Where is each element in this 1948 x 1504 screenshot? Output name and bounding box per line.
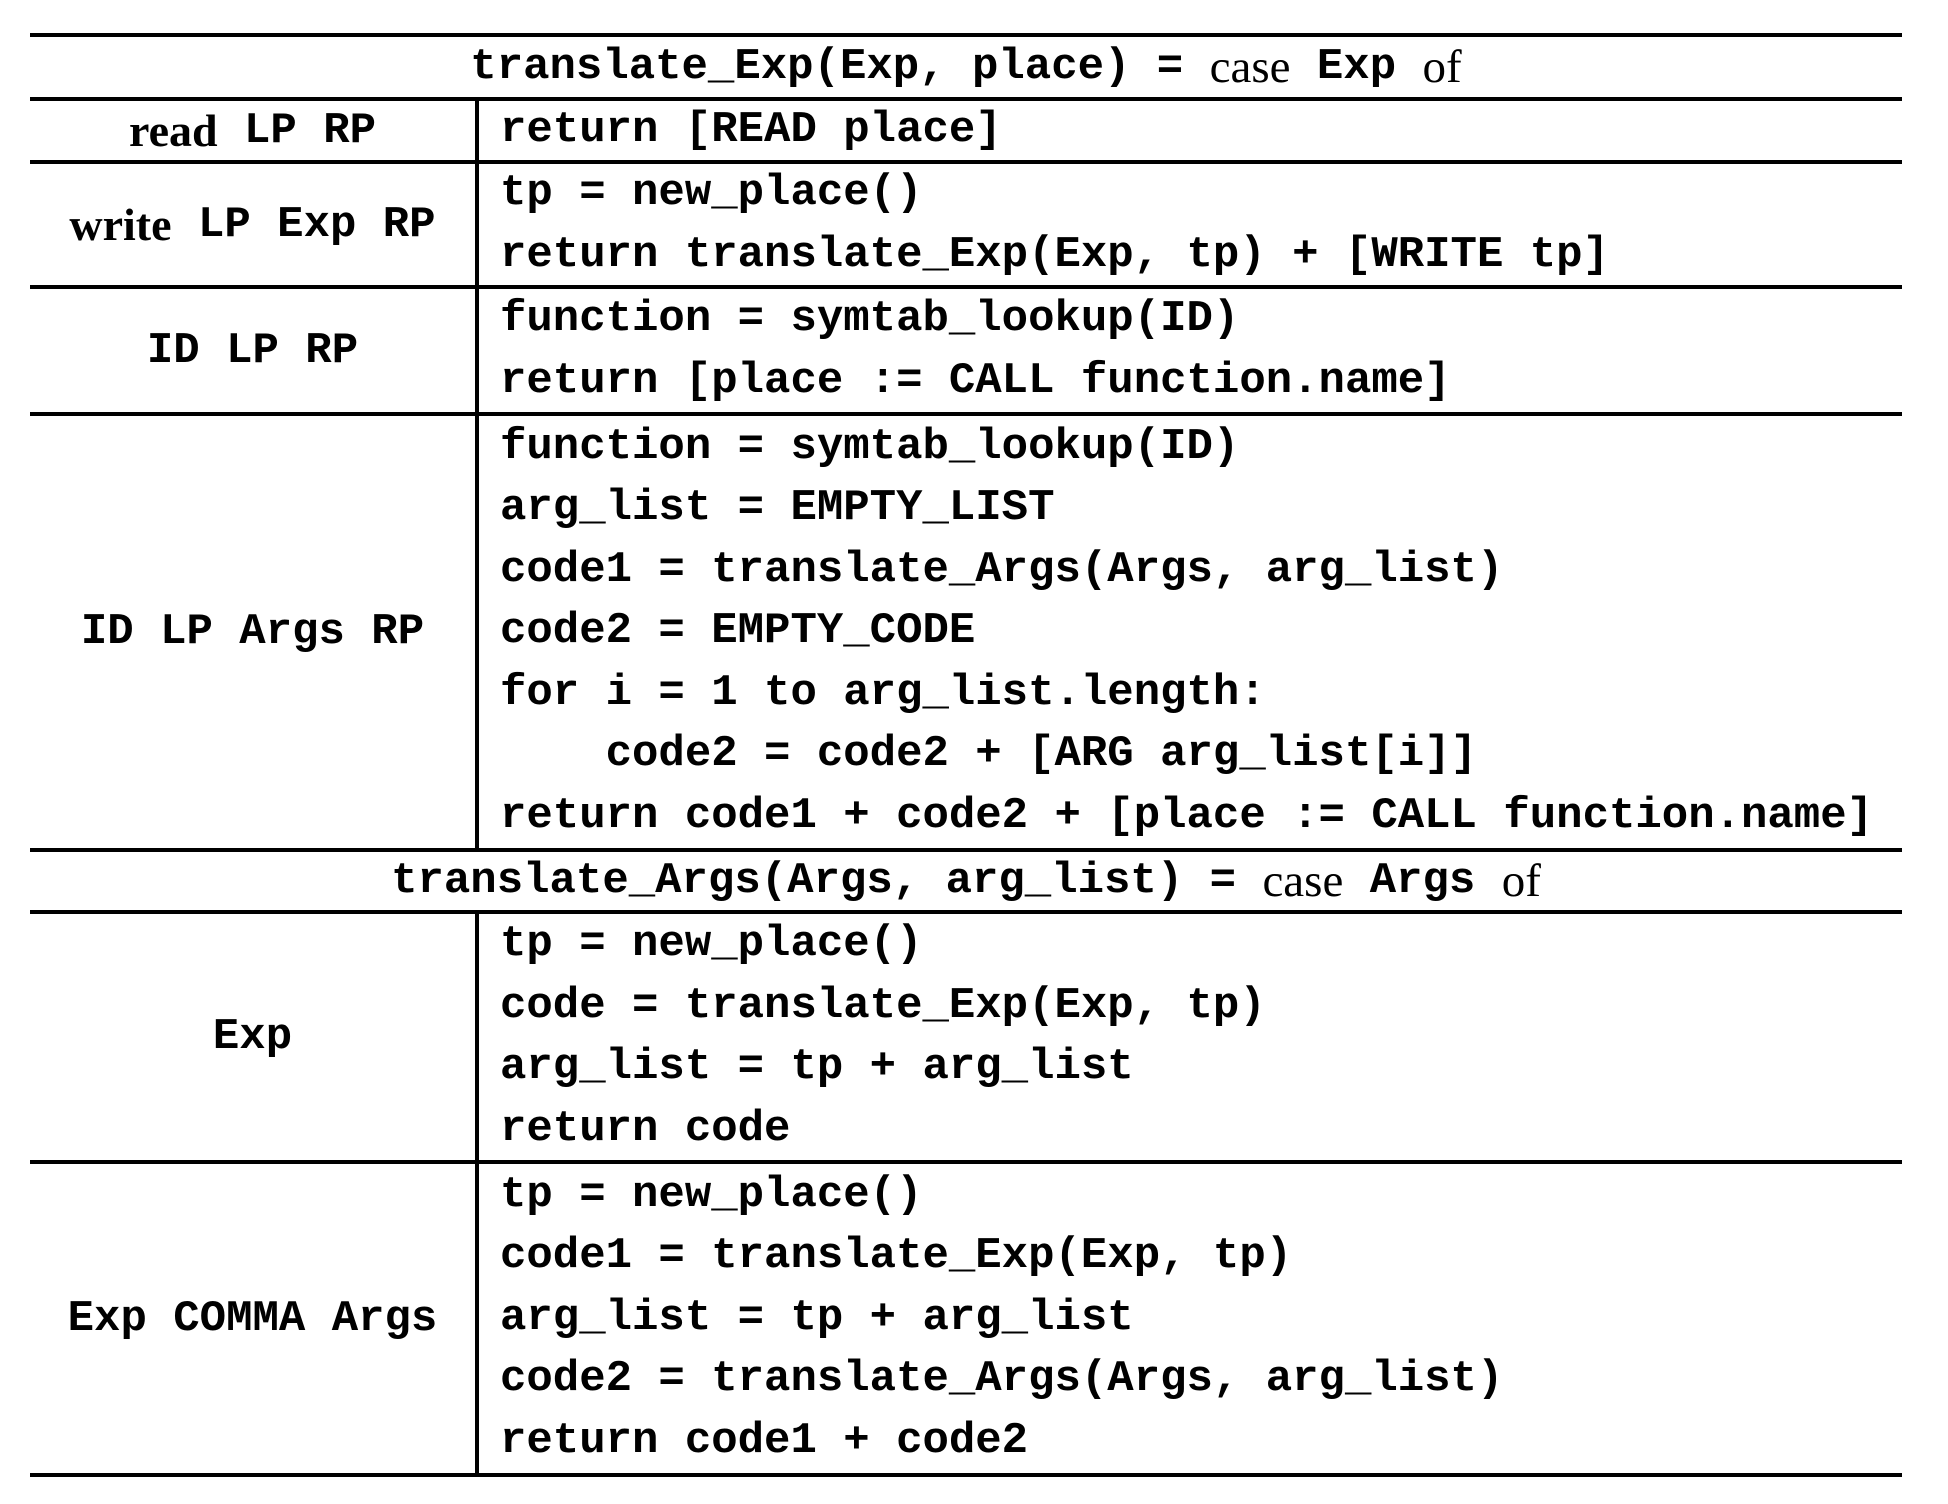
code-cell: tp = new_place() code1 = translate_Exp(E… — [479, 1164, 1902, 1473]
case-label-text: LP Exp RP — [171, 199, 436, 250]
code-line: tp = new_place() — [500, 919, 923, 969]
code-line: for i = 1 to arg_list.length: — [500, 667, 1266, 718]
code-line: code = translate_Exp(Exp, tp) — [500, 980, 1266, 1031]
header-case-keyword: case — [1209, 41, 1291, 93]
code-cell: function = symtab_lookup(ID) return [pla… — [479, 289, 1902, 412]
table-row-exp: Exp tp = new_place() code = translate_Ex… — [30, 914, 1902, 1160]
case-label-cell: ID LP Args RP — [30, 416, 475, 848]
table-row-read: read LP RP return [READ place] — [30, 101, 1902, 160]
header-code-text: translate_Args(Args, arg_list) = — [391, 856, 1263, 906]
code-cell: return [READ place] — [479, 101, 1902, 160]
case-label-cell: write LP Exp RP — [30, 164, 475, 285]
horizontal-rule — [30, 910, 1902, 914]
code-line: return [place := CALL function.name] — [500, 355, 1451, 406]
header-subject-text: Exp — [1290, 42, 1423, 92]
horizontal-rule — [30, 33, 1902, 37]
code-line: tp = new_place() — [500, 1169, 923, 1220]
header-subject-text: Args — [1343, 856, 1502, 906]
case-label-cell: Exp — [30, 914, 475, 1160]
case-label-text: ID LP Args RP — [80, 607, 425, 657]
code-line: arg_list = tp + arg_list — [500, 1292, 1134, 1343]
header-of-keyword: of — [1501, 855, 1541, 907]
table-row-exp-comma-args: Exp COMMA Args tp = new_place() code1 = … — [30, 1164, 1902, 1473]
code-line: arg_list = EMPTY_LIST — [500, 483, 1055, 534]
code-line: return code1 + code2 + [place := CALL fu… — [500, 790, 1874, 841]
code-line: function = symtab_lookup(ID) — [500, 294, 1240, 344]
table-header-translate-exp: translate_Exp(Exp, place) = case Exp of — [30, 37, 1902, 97]
case-label-text: Exp — [212, 1012, 293, 1062]
table-row-id-lp-rp: ID LP RP function = symtab_lookup(ID) re… — [30, 289, 1902, 412]
code-line: return translate_Exp(Exp, tp) + [WRITE t… — [500, 229, 1609, 280]
case-keyword: write — [69, 199, 172, 250]
case-label-text: ID LP RP — [146, 325, 359, 376]
horizontal-rule — [30, 285, 1902, 289]
horizontal-rule — [30, 1160, 1902, 1164]
code-line: function = symtab_lookup(ID) — [500, 421, 1240, 472]
code-line: code2 = translate_Args(Args, arg_list) — [500, 1354, 1504, 1405]
code-cell: function = symtab_lookup(ID) arg_list = … — [479, 416, 1902, 848]
code-cell: tp = new_place() return translate_Exp(Ex… — [479, 164, 1902, 285]
column-divider — [475, 289, 479, 412]
code-line: return [READ place] — [500, 104, 1002, 155]
column-divider — [475, 1164, 479, 1473]
table-header-translate-args: translate_Args(Args, arg_list) = case Ar… — [30, 852, 1902, 910]
case-label-cell: Exp COMMA Args — [30, 1164, 475, 1473]
horizontal-rule — [30, 848, 1902, 852]
horizontal-rule — [30, 412, 1902, 416]
case-label-text: Exp COMMA Args — [67, 1293, 438, 1344]
code-line: return code — [500, 1103, 791, 1154]
horizontal-rule — [30, 160, 1902, 164]
pseudocode-table: translate_Exp(Exp, place) = case Exp of … — [30, 33, 1902, 1477]
column-divider — [475, 914, 479, 1160]
case-label-cell: ID LP RP — [30, 289, 475, 412]
code-line: code1 = translate_Exp(Exp, tp) — [500, 1231, 1293, 1282]
header-of-keyword: of — [1422, 41, 1462, 93]
table-row-id-lp-args-rp: ID LP Args RP function = symtab_lookup(I… — [30, 416, 1902, 848]
horizontal-rule — [30, 1473, 1902, 1477]
horizontal-rule — [30, 97, 1902, 101]
case-keyword: read — [128, 105, 218, 156]
code-line: code2 = EMPTY_CODE — [500, 606, 976, 657]
code-cell: tp = new_place() code = translate_Exp(Ex… — [479, 914, 1902, 1160]
column-divider — [475, 101, 479, 160]
code-line: arg_list = tp + arg_list — [500, 1042, 1134, 1092]
code-line: tp = new_place() — [500, 168, 923, 218]
code-line: code2 = code2 + [ARG arg_list[i]] — [500, 729, 1477, 780]
case-label-text: LP RP — [217, 105, 377, 156]
header-case-keyword: case — [1262, 855, 1344, 907]
column-divider — [475, 164, 479, 285]
table-row-write: write LP Exp RP tp = new_place() return … — [30, 164, 1902, 285]
code-line: return code1 + code2 — [500, 1415, 1029, 1466]
header-code-text: translate_Exp(Exp, place) = — [470, 42, 1210, 92]
column-divider — [475, 416, 479, 848]
code-line: code1 = translate_Args(Args, arg_list) — [500, 544, 1504, 595]
case-label-cell: read LP RP — [30, 101, 475, 160]
